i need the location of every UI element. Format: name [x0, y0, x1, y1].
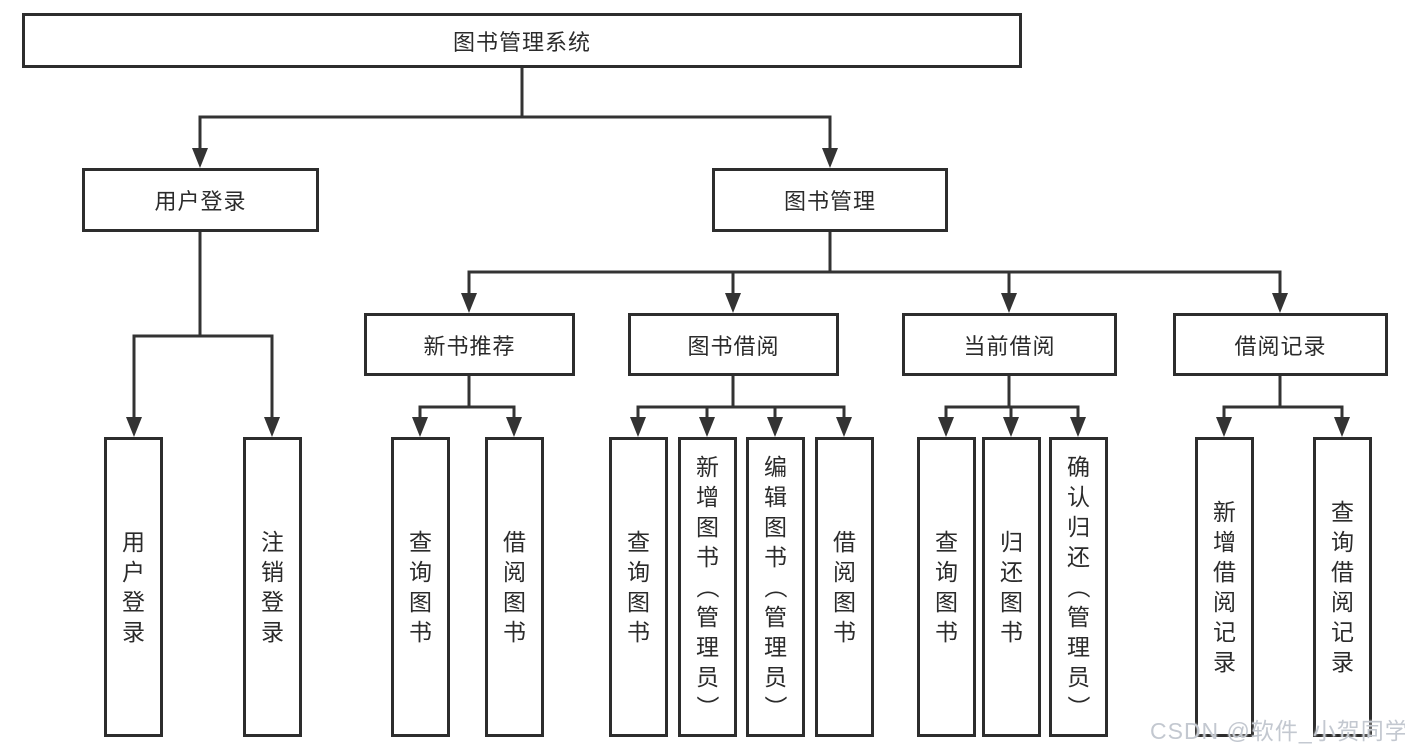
node-label: 查询图书	[409, 529, 432, 645]
node-label: 确认归还（管理员）	[1065, 454, 1092, 719]
node-confirm-return-admin: 确认归还（管理员）	[1049, 437, 1108, 737]
node-borrowing-records: 借阅记录	[1173, 313, 1388, 376]
node-root: 图书管理系统	[22, 13, 1022, 68]
node-user-login: 用户登录	[82, 168, 319, 232]
node-query-books-borrowing: 查询图书	[609, 437, 668, 737]
node-query-books-recommend: 查询图书	[391, 437, 450, 737]
node-book-borrowing-label: 图书借阅	[687, 333, 780, 359]
node-add-books-admin: 新增图书（管理员）	[678, 437, 737, 737]
node-query-borrow-record: 查询借阅记录	[1313, 437, 1372, 737]
node-label: 新增图书（管理员）	[694, 454, 721, 719]
node-new-book-recommend-label: 新书推荐	[423, 333, 516, 359]
node-label: 归还图书	[1000, 529, 1023, 645]
node-add-borrow-record: 新增借阅记录	[1195, 437, 1254, 737]
node-edit-books-admin: 编辑图书（管理员）	[746, 437, 805, 737]
node-book-management: 图书管理	[712, 168, 948, 232]
node-return-books: 归还图书	[982, 437, 1041, 737]
node-user-login-label: 用户登录	[154, 189, 247, 214]
node-borrowing-records-label: 借阅记录	[1234, 333, 1327, 359]
node-current-borrowing-label: 当前借阅	[963, 333, 1056, 359]
node-label: 查询图书	[935, 529, 958, 645]
node-user-login-action: 用户登录	[104, 437, 163, 737]
node-label: 注销登录	[261, 529, 284, 645]
node-label: 新增借阅记录	[1213, 499, 1236, 675]
node-query-books-current: 查询图书	[917, 437, 976, 737]
node-label: 借阅图书	[503, 529, 526, 645]
node-label: 查询图书	[627, 529, 650, 645]
node-label: 查询借阅记录	[1331, 499, 1354, 675]
node-new-book-recommend: 新书推荐	[364, 313, 575, 376]
node-book-borrowing: 图书借阅	[628, 313, 839, 376]
node-label: 借阅图书	[833, 529, 856, 645]
node-borrow-books-recommend: 借阅图书	[485, 437, 544, 737]
node-label: 编辑图书（管理员）	[762, 454, 789, 719]
csdn-watermark: CSDN @软件_小贺同学	[1150, 718, 1405, 744]
node-book-management-label: 图书管理	[783, 189, 876, 214]
node-logout-action: 注销登录	[243, 437, 302, 737]
node-borrow-books-borrowing: 借阅图书	[815, 437, 874, 737]
node-current-borrowing: 当前借阅	[902, 313, 1117, 376]
node-label: 用户登录	[122, 529, 145, 645]
node-root-label: 图书管理系统	[452, 29, 591, 55]
